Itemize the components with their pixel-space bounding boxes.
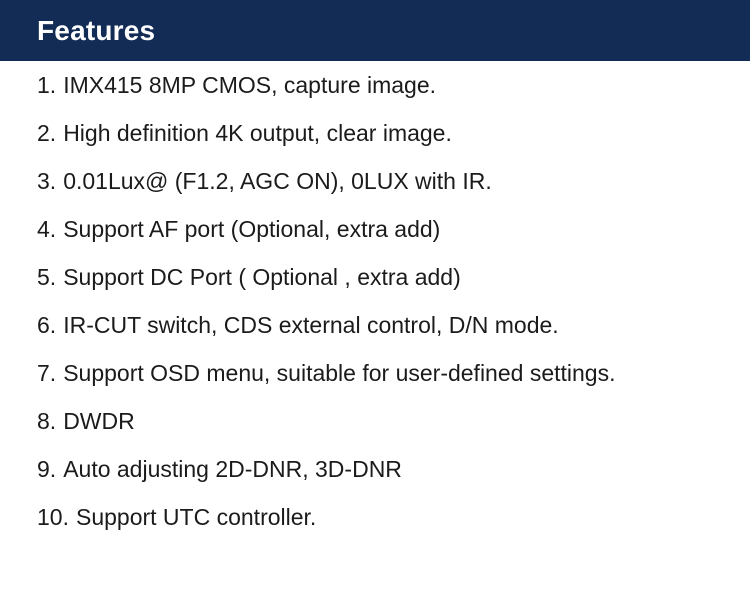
list-item: 4. Support AF port (Optional, extra add): [0, 205, 750, 253]
list-item-label: IMX415 8MP CMOS, capture image.: [63, 72, 437, 98]
list-item-number: 8.: [37, 408, 57, 434]
list-item: 6. IR-CUT switch, CDS external control, …: [0, 301, 750, 349]
list-item-label: DWDR: [63, 408, 135, 434]
list-item-label: Support AF port (Optional, extra add): [63, 216, 441, 242]
list-item-number: 10.: [37, 504, 69, 530]
list-item-number: 9.: [37, 456, 57, 482]
list-item-label: IR-CUT switch, CDS external control, D/N…: [63, 312, 559, 338]
features-list: 1. IMX415 8MP CMOS, capture image. 2. Hi…: [0, 61, 750, 541]
list-item: 3. 0.01Lux@ (F1.2, AGC ON), 0LUX with IR…: [0, 157, 750, 205]
list-item: 8. DWDR: [0, 397, 750, 445]
list-item-label: 0.01Lux@ (F1.2, AGC ON), 0LUX with IR.: [63, 168, 492, 194]
list-item-label: High definition 4K output, clear image.: [63, 120, 452, 146]
list-item-number: 7.: [37, 360, 57, 386]
list-item: 2. High definition 4K output, clear imag…: [0, 109, 750, 157]
list-item-number: 6.: [37, 312, 57, 338]
list-item-label: Support DC Port ( Optional , extra add): [63, 264, 461, 290]
list-item-label: Support OSD menu, suitable for user-defi…: [63, 360, 616, 386]
list-item: 1. IMX415 8MP CMOS, capture image.: [0, 61, 750, 109]
list-item-number: 5.: [37, 264, 57, 290]
list-item-number: 4.: [37, 216, 57, 242]
list-item: 10. Support UTC controller.: [0, 493, 750, 541]
list-item-label: Support UTC controller.: [75, 504, 317, 530]
page-title: Features: [37, 14, 156, 46]
list-item: 7. Support OSD menu, suitable for user-d…: [0, 349, 750, 397]
list-item-label: Auto adjusting 2D-DNR, 3D-DNR: [63, 456, 402, 482]
list-item: 9. Auto adjusting 2D-DNR, 3D-DNR: [0, 445, 750, 493]
list-item-number: 1.: [37, 72, 57, 98]
list-item-number: 2.: [37, 120, 57, 146]
list-item: 5. Support DC Port ( Optional , extra ad…: [0, 253, 750, 301]
features-header-bar: Features: [0, 0, 750, 61]
list-item-number: 3.: [37, 168, 57, 194]
